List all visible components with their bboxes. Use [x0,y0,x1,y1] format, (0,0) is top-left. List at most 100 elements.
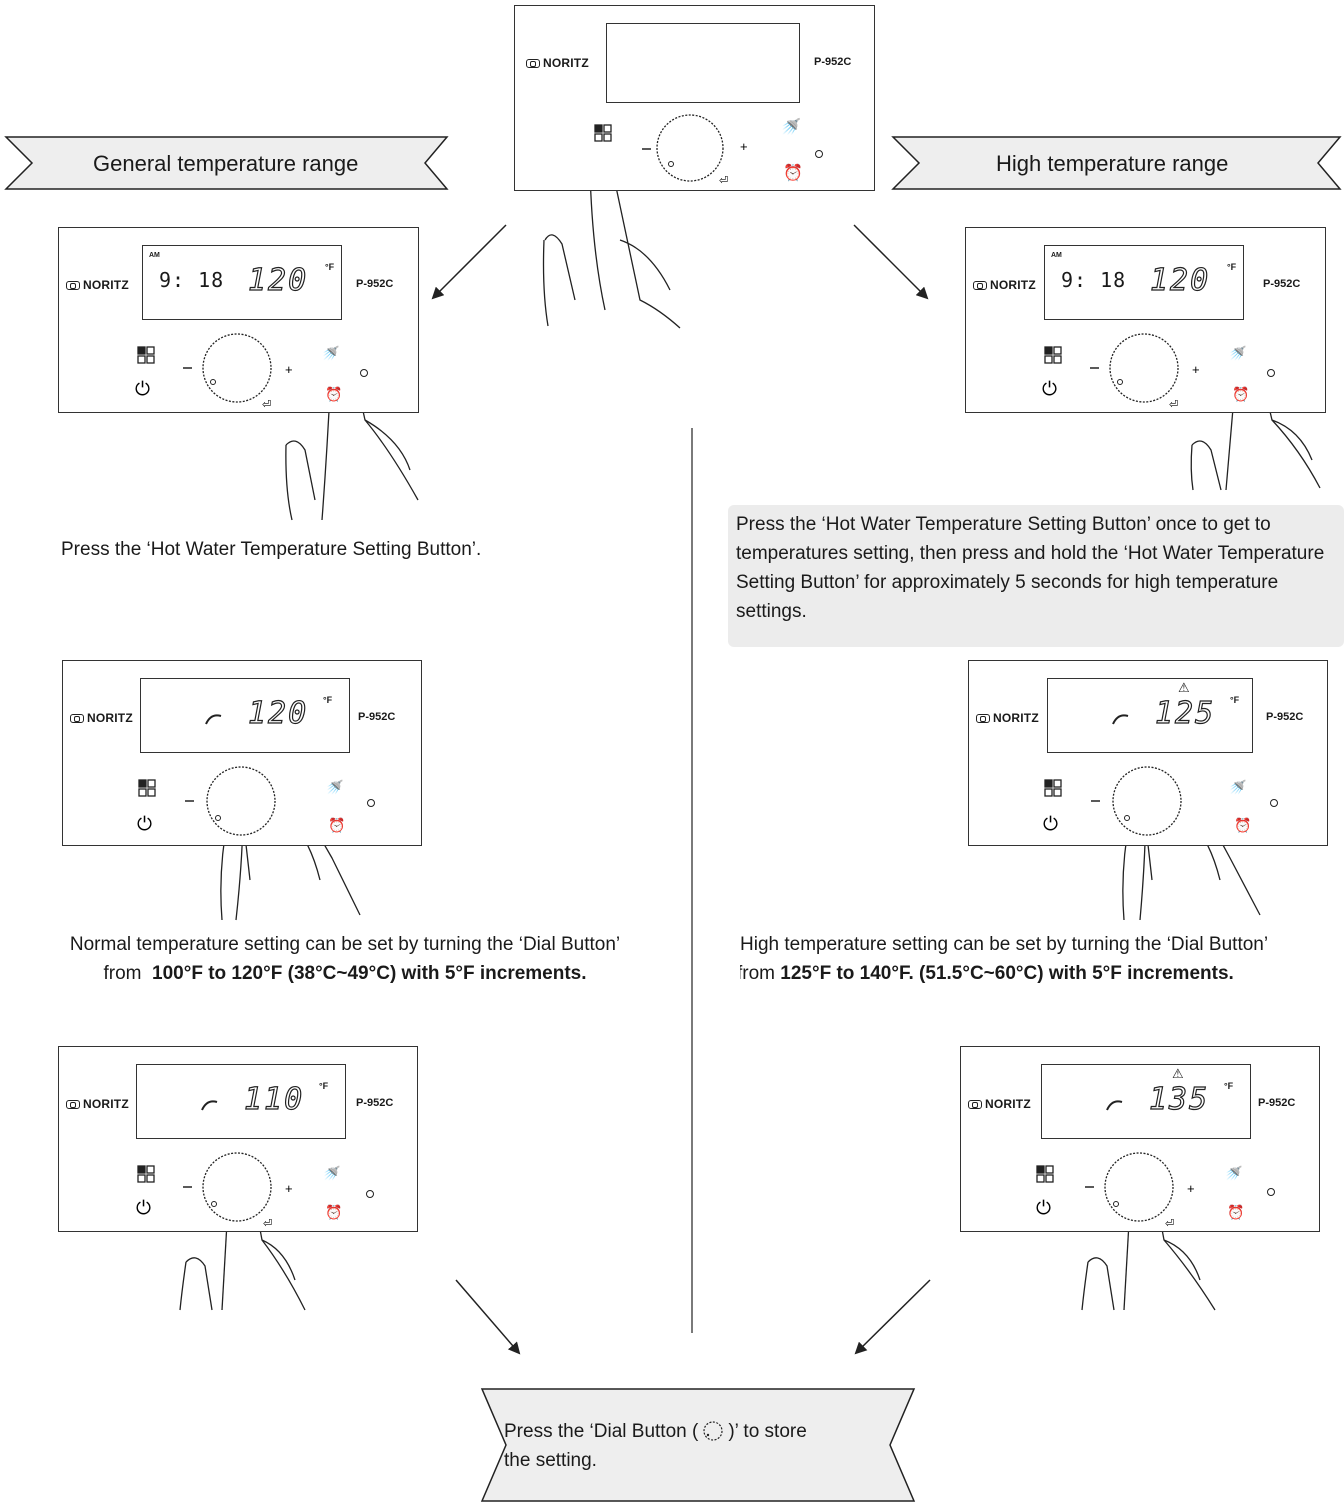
alarm-clock-icon: ⏰ [328,816,345,834]
unit-indicator: °F [323,695,333,705]
temperature-display: 125 [1154,695,1216,731]
shower-icon [1112,714,1129,725]
instruction-high-dial: High temperature setting can be set by t… [740,930,1344,988]
menu-icon [138,779,156,797]
unit-indicator: °F [319,1081,329,1091]
model-label: P-952C [814,56,852,68]
alarm-clock-icon: ⏰ [1234,816,1251,834]
general-range-label: General temperature range [93,151,359,176]
shower-icon [201,1100,218,1111]
brand-logo: NORITZ [70,711,133,725]
menu-icon [137,346,155,364]
menu-icon [137,1165,155,1183]
temperature-display: 120 [1149,262,1211,298]
dial-dot-icon [210,379,216,385]
noritz-logo-icon [968,1099,982,1109]
model-label: P-952C [1263,278,1301,290]
instruction-store: Press the ‘Dial Button ( )’ to store the … [504,1417,884,1475]
instruction-store-line2: the setting. [504,1450,597,1471]
brand-name: NORITZ [83,1097,129,1111]
power-icon: ⏻ [1043,813,1058,835]
dial-button [206,766,276,836]
high-range-label: High temperature range [996,151,1229,176]
power-icon: ⏻ [1042,378,1057,400]
instruction-normal-dial-line1: Normal temperature setting can be set by… [69,934,621,955]
indicator-led [367,799,375,807]
lcd-screen: AM 9: 18 120 °F [1044,245,1244,320]
shower-high-icon: 🚿 [323,1165,340,1182]
store-text-part2: )’ to store [728,1421,807,1442]
brand-logo: NORITZ [973,278,1036,292]
shower-icon [1106,1100,1123,1111]
dial-button [1112,766,1182,836]
general-range-banner [4,136,449,190]
dial-dot-icon [1124,815,1130,821]
arrow-to-general [431,224,507,300]
indicator-led [360,369,368,377]
dial-button [656,114,724,182]
dial-dot-icon [1117,379,1123,385]
model-label: P-952C [1258,1097,1296,1109]
shower-high-icon: 🚿 [1229,345,1246,362]
plus-icon: + [740,139,748,154]
brand-name: NORITZ [87,711,133,725]
model-label: P-952C [1266,711,1304,723]
instruction-press-general: Press the ‘Hot Water Temperature Setting… [61,539,482,560]
instruction-store-line1: Press the ‘Dial Button ( )’ to store [504,1417,884,1446]
shower-icon [205,714,222,725]
arrow-left-to-store [455,1279,521,1355]
unit-indicator: °F [1230,695,1240,705]
dial-button [202,333,272,403]
shower-high-icon: 🚿 [1225,1165,1242,1182]
indicator-led [1270,799,1278,807]
panel-controls: + ⏎ 🚿 ⏰ [594,114,823,187]
noritz-logo-icon [66,280,80,290]
indicator-led [1267,1188,1275,1196]
plus-icon: + [1187,1181,1195,1196]
normal-range-value: 100°F to 120°F (38°C~49°C) with 5°F incr… [152,963,587,984]
from-label: from [740,963,775,984]
enter-icon: ⏎ [262,399,271,411]
menu-icon [594,124,612,142]
control-panel-top: NORITZ P-952C + ⏎ 🚿 ⏰ [514,5,875,191]
dial-dot-icon [668,161,674,167]
menu-icon [1044,779,1062,797]
lcd-screen: ⚠ 125 °F [1047,678,1253,753]
store-text-part1: Press the ‘Dial Button ( [504,1421,699,1442]
indicator-led [815,150,823,158]
enter-icon: ⏎ [1169,399,1178,411]
warning-icon: ⚠ [1178,680,1190,695]
noritz-logo-icon [976,713,990,723]
shower-high-icon: 🚿 [781,117,801,136]
lcd-screen: 110 °F [136,1064,346,1139]
dial-dot-icon [1113,1201,1119,1207]
alarm-clock-icon: ⏰ [325,1203,342,1221]
store-banner [480,1388,916,1502]
model-label: P-952C [358,711,396,723]
dial-button [1104,1152,1174,1222]
clock-display: 9: 18 [1061,268,1127,292]
control-panel-right-3: NORITZ ⚠ 135 °F P-952C ⏻ + ⏎ 🚿 ⏰ [960,1046,1320,1232]
dial-dot-icon [211,1201,217,1207]
control-panel-left-1: NORITZ AM 9: 18 120 °F P-952C ⏻ + ⏎ 🚿 ⏰ [58,227,419,413]
temperature-display: 120 [247,262,309,298]
shower-high-icon: 🚿 [322,345,339,362]
instruction-normal-dial-line2: from 100°F to 120°F (38°C~49°C) with 5°F… [0,959,690,988]
model-label: P-952C [356,1097,394,1109]
control-panel-left-2: NORITZ 120 °F P-952C ⏻ 🚿 ⏰ [62,660,422,846]
power-icon: ⏻ [1036,1197,1051,1219]
dial-button [202,1152,272,1222]
noritz-logo-icon [526,58,540,68]
alarm-clock-icon: ⏰ [1227,1203,1244,1221]
brand-logo: NORITZ [66,1097,129,1111]
enter-icon: ⏎ [1165,1218,1174,1230]
instruction-high-dial-line1: High temperature setting can be set by t… [740,934,1269,955]
lcd-screen: AM 9: 18 120 °F [142,245,342,320]
lcd-screen: 120 °F [140,678,350,753]
menu-icon [1036,1165,1054,1183]
indicator-led [1267,369,1275,377]
am-indicator: AM [149,252,160,259]
high-range-banner [891,136,1342,190]
panel-controls: ⏻ + ⏎ 🚿 ⏰ [136,1152,374,1230]
shower-high-icon: 🚿 [1229,779,1246,796]
